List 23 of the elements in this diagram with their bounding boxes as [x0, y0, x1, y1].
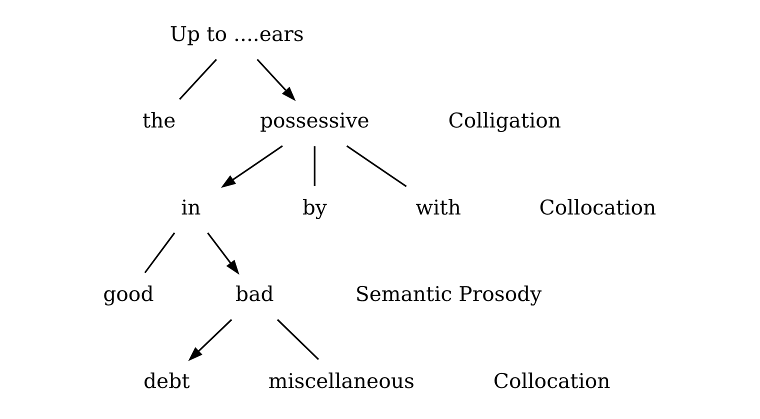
connector — [179, 58, 218, 100]
label: Collocation — [493, 368, 610, 393]
connector — [314, 146, 316, 186]
arrow — [256, 58, 296, 102]
connector — [144, 232, 176, 274]
connector — [346, 145, 407, 188]
arrow — [188, 319, 232, 362]
node-text: miscellaneous — [268, 368, 414, 393]
node-text: by — [302, 195, 327, 220]
arrow — [220, 145, 283, 188]
node-text: bad — [236, 282, 274, 306]
label: Collocation — [539, 195, 656, 220]
label: Semantic Prosody — [355, 282, 542, 306]
node-text: the — [142, 108, 176, 133]
node-text: in — [181, 195, 201, 220]
arrow — [207, 232, 240, 275]
connector — [276, 319, 320, 360]
node-text: with — [416, 195, 461, 220]
node-text: debt — [144, 368, 190, 393]
node-text: Up to ....ears — [170, 22, 304, 46]
node-text: possessive — [260, 108, 370, 133]
label: Colligation — [448, 108, 562, 133]
node-text: good — [103, 282, 154, 306]
